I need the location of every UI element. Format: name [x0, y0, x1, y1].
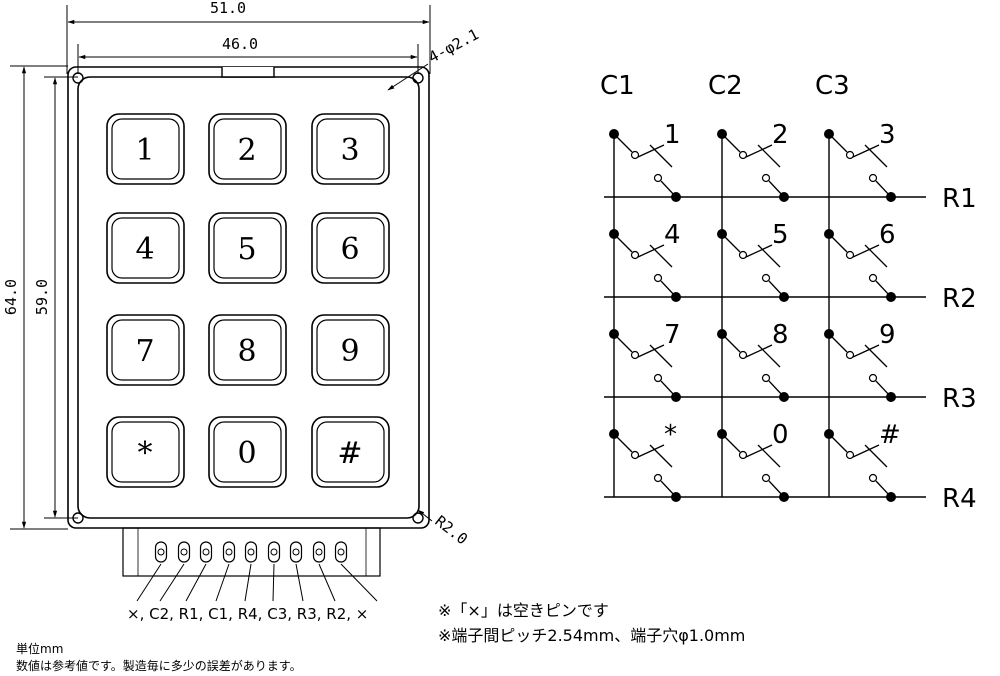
key-8: 8 — [208, 314, 287, 386]
pins-label: ×, C2, R1, C1, R4, C3, R3, R2, × — [127, 605, 368, 623]
key-1: 1 — [106, 113, 185, 185]
switch-2: 2 — [717, 120, 789, 202]
key-label: 0 — [237, 436, 256, 471]
dim-inner-height: 59.0 — [33, 279, 51, 315]
key-label: 1 — [135, 133, 154, 168]
row-label: R3 — [942, 384, 977, 414]
key-label: 9 — [340, 334, 359, 369]
column-label: C2 — [708, 71, 743, 101]
switch-0: 0 — [717, 420, 789, 502]
mount-hole — [72, 512, 84, 524]
switch-label: 7 — [664, 320, 681, 350]
switch-5: 5 — [717, 220, 789, 302]
key-3: 3 — [311, 113, 390, 185]
switch-#: # — [824, 420, 901, 502]
key-#: # — [311, 416, 390, 488]
pin — [244, 541, 258, 602]
pin — [159, 541, 191, 602]
switch-label: 9 — [879, 320, 896, 350]
column-label: C3 — [815, 71, 850, 101]
connector-pins — [136, 541, 378, 602]
switch-label: 8 — [772, 320, 789, 350]
switch-*: * — [609, 420, 681, 502]
switch-1: 1 — [609, 120, 681, 202]
switch-label: 1 — [664, 120, 681, 150]
key-label: 3 — [340, 133, 359, 168]
switch-label: 4 — [664, 220, 681, 250]
column-label: C1 — [600, 71, 635, 101]
switch-label: 5 — [772, 220, 789, 250]
key-7: 7 — [106, 314, 185, 386]
key-5: 5 — [208, 212, 287, 284]
pin — [289, 541, 304, 602]
note-empty-pin: ※「×」は空きピンです — [438, 601, 609, 620]
key-label: 7 — [135, 334, 154, 369]
key-label: 6 — [340, 232, 359, 267]
dim-corner-radius: R2.0 — [432, 512, 472, 548]
switch-label: * — [664, 420, 677, 450]
switch-7: 7 — [609, 320, 681, 402]
key-label: 4 — [135, 232, 154, 267]
pin — [312, 541, 336, 602]
key-4: 4 — [106, 212, 185, 284]
dim-hole: 4-φ2.1 — [425, 25, 481, 66]
key-label: 5 — [237, 232, 256, 267]
switch-label: # — [879, 420, 901, 450]
dim-outer-height: 64.0 — [2, 279, 20, 315]
row-label: R1 — [942, 184, 977, 214]
dim-outer-width: 51.0 — [210, 0, 246, 17]
row-label: R2 — [942, 284, 977, 314]
dimension-lines — [10, 5, 433, 530]
pin — [267, 541, 281, 602]
switch-label: 6 — [879, 220, 896, 250]
switch-label: 2 — [772, 120, 789, 150]
pin — [334, 541, 378, 602]
mount-hole — [412, 72, 424, 84]
key-label: # — [337, 436, 362, 471]
unit-label: 単位mm — [16, 641, 63, 656]
pin — [215, 541, 236, 602]
pin — [136, 541, 168, 602]
pin — [185, 541, 213, 602]
note-pitch: ※端子間ピッチ2.54mm、端子穴φ1.0mm — [438, 626, 745, 645]
mount-hole — [72, 72, 84, 84]
keys-layer: 1 2 3 4 5 6 7 8 9 * 0 # — [106, 113, 390, 488]
switch-label: 0 — [772, 420, 789, 450]
mount-hole — [412, 512, 424, 524]
switch-9: 9 — [824, 320, 896, 402]
disclaimer: 数値は参考値です。製造毎に多少の誤差があります。 — [16, 658, 302, 673]
key-9: 9 — [311, 314, 390, 386]
key-*: * — [106, 416, 185, 488]
key-2: 2 — [208, 113, 287, 185]
switch-3: 3 — [824, 120, 896, 202]
key-6: 6 — [311, 212, 390, 284]
switch-label: 3 — [879, 120, 896, 150]
key-label: 2 — [237, 133, 256, 168]
switch-8: 8 — [717, 320, 789, 402]
dim-inner-width: 46.0 — [222, 35, 258, 53]
switch-4: 4 — [609, 220, 681, 302]
key-label: 8 — [237, 334, 256, 369]
keypad-body — [67, 66, 430, 577]
switch-6: 6 — [824, 220, 896, 302]
key-label: * — [138, 436, 153, 471]
row-label: R4 — [942, 484, 977, 514]
key-0: 0 — [208, 416, 287, 488]
